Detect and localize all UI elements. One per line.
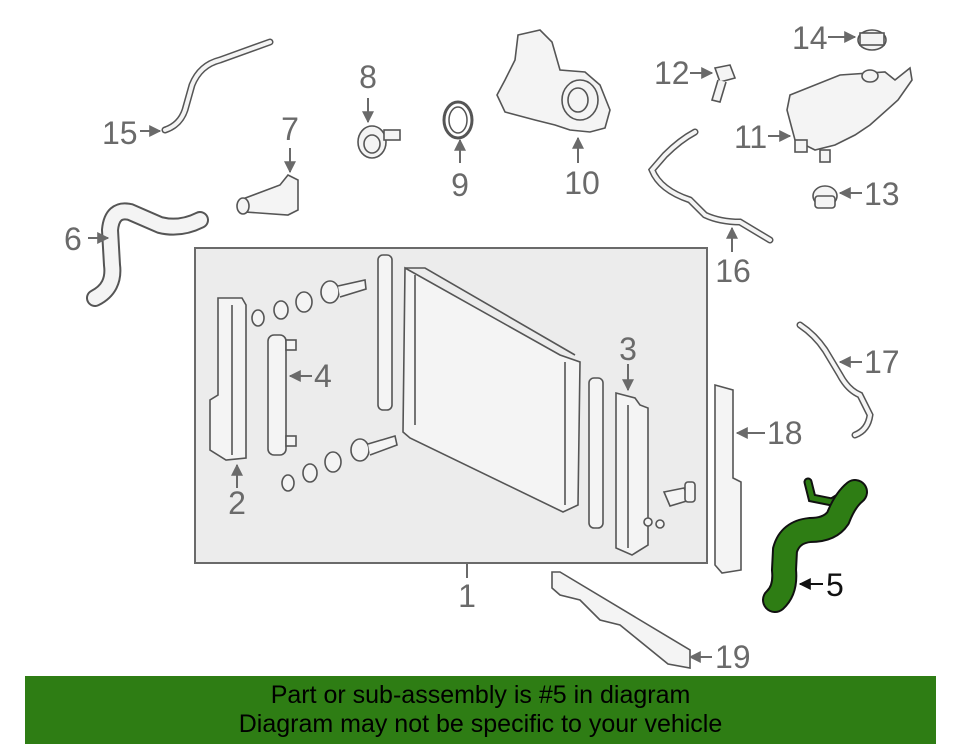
info-banner: Part or sub-assembly is #5 in diagram Di… bbox=[25, 676, 936, 744]
part-11-reservoir bbox=[768, 66, 913, 163]
callout-9: 9 bbox=[451, 167, 469, 203]
callout-7: 7 bbox=[281, 111, 299, 147]
callout-18: 18 bbox=[767, 415, 803, 451]
callout-1: 1 bbox=[458, 578, 476, 614]
callout-14: 14 bbox=[792, 20, 828, 56]
callout-8: 8 bbox=[359, 59, 377, 95]
callout-16: 16 bbox=[715, 253, 751, 289]
part-7-outlet bbox=[236, 148, 299, 216]
callout-15: 15 bbox=[102, 115, 138, 151]
part-10-pump-housing bbox=[496, 29, 611, 163]
part-3-bracket bbox=[615, 364, 665, 556]
part-17-hose bbox=[796, 321, 874, 439]
callout-11: 11 bbox=[734, 119, 767, 155]
part-4-bracket bbox=[267, 334, 312, 456]
radiator-side-seal-right bbox=[588, 377, 604, 529]
callout-12: 12 bbox=[654, 55, 690, 91]
part-8-thermostat bbox=[357, 98, 401, 159]
radiator-core bbox=[402, 266, 581, 513]
drain-plug bbox=[662, 481, 696, 507]
part-16-hose bbox=[647, 128, 774, 252]
banner-line-1: Part or sub-assembly is #5 in diagram bbox=[270, 681, 691, 709]
part-2-bracket bbox=[209, 297, 247, 488]
callout-6: 6 bbox=[64, 221, 82, 257]
callout-19: 19 bbox=[715, 639, 751, 675]
callout-17: 17 bbox=[864, 344, 900, 380]
callout-5: 5 bbox=[826, 567, 844, 603]
radiator-side-seal-left bbox=[377, 254, 393, 411]
part-14-reservoir-cap bbox=[828, 29, 887, 51]
callout-4: 4 bbox=[314, 358, 332, 394]
part-12-bolt bbox=[690, 64, 737, 103]
part-6-upper-hose bbox=[86, 202, 209, 307]
callout-13: 13 bbox=[864, 176, 900, 212]
callout-10: 10 bbox=[564, 165, 600, 201]
part-15-hose bbox=[140, 38, 274, 137]
part-5-lower-hose-highlighted bbox=[762, 477, 868, 613]
upper-fasteners bbox=[251, 279, 367, 327]
part-18-seal bbox=[714, 383, 765, 574]
part-9-gasket bbox=[442, 100, 474, 163]
banner-line-2: Diagram may not be specific to your vehi… bbox=[238, 710, 723, 738]
callout-3: 3 bbox=[619, 331, 637, 367]
part-19-lower-seal bbox=[551, 571, 712, 669]
lower-fasteners bbox=[281, 434, 398, 492]
part-13-cap bbox=[812, 185, 862, 209]
callout-2: 2 bbox=[228, 485, 246, 521]
